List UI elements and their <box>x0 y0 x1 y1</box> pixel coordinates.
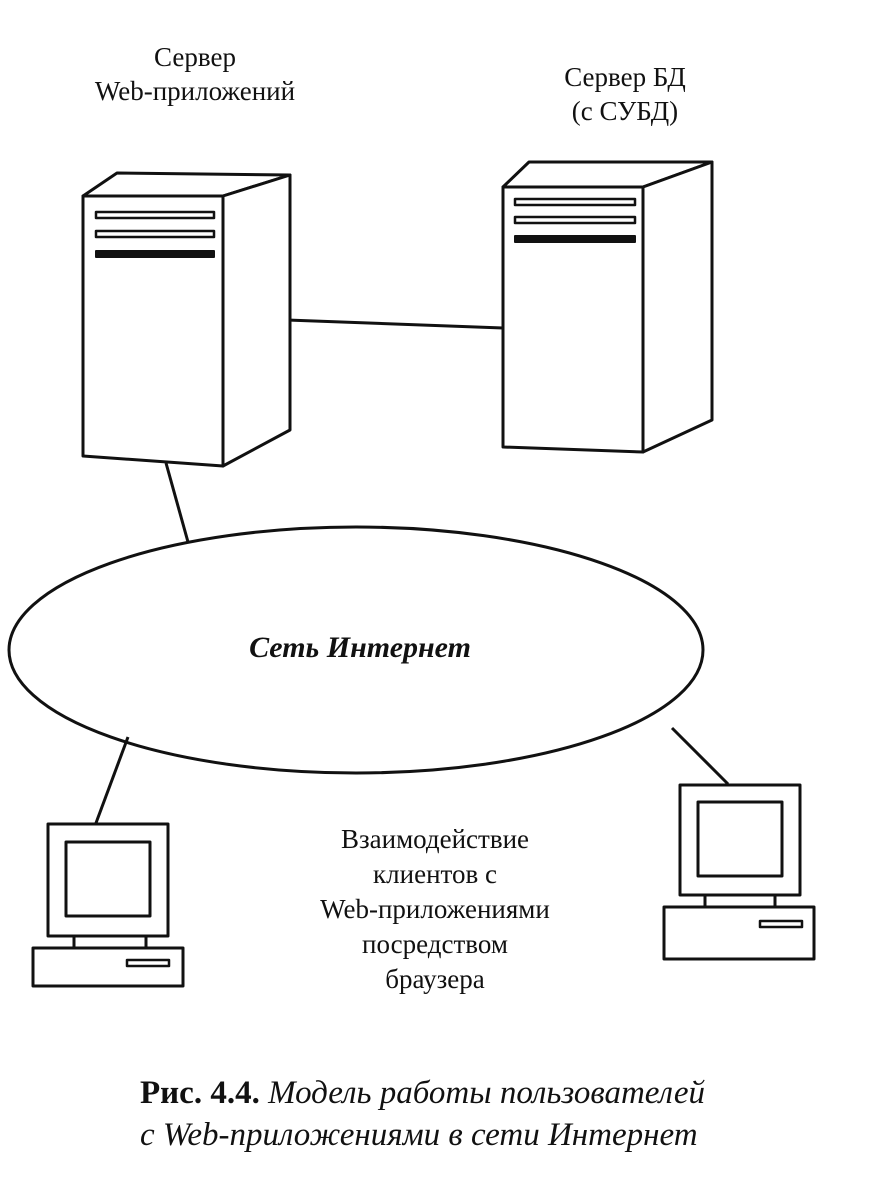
link-web-to-internet <box>164 462 190 543</box>
db-server-icon <box>501 160 714 454</box>
link-internet-to-left-client <box>94 736 130 824</box>
client-interaction-line-4: посредством <box>362 929 508 959</box>
right-client-computer-icon <box>662 783 816 961</box>
link-internet-to-right-client <box>670 726 730 786</box>
internet-label: Сеть Интернет <box>249 631 471 664</box>
link-web-to-db <box>286 318 504 330</box>
client-interaction-line-1: Взаимодействие <box>340 824 530 854</box>
figure-title-part-1: Модель работы пользователей <box>268 1075 705 1111</box>
figure-number: Рис. 4.4. <box>140 1075 260 1111</box>
client-interaction-line-2: клиентов с <box>373 859 497 889</box>
internet-ellipse <box>7 525 705 775</box>
db-server-label-line-2: (с СУБД) <box>571 96 679 126</box>
web-server-label-line-2: Web-приложений <box>94 76 296 106</box>
web-server-icon <box>81 171 292 468</box>
figure-title-part-2: с Web-приложениями в сети Интернет <box>140 1117 698 1153</box>
db-server-label-line-1: Сервер БД <box>564 62 686 92</box>
client-interaction-line-3: Web-приложениями <box>320 894 550 924</box>
db-server-label: Сервер БД (с СУБД) <box>505 60 745 128</box>
web-server-label-line-1: Сервер <box>154 42 236 72</box>
client-interaction-line-5: браузера <box>385 964 485 994</box>
web-server-label: Сервер Web-приложений <box>60 40 330 108</box>
figure-caption: Рис. 4.4. Модель работы пользователей с … <box>140 1072 880 1156</box>
left-client-computer-icon <box>31 822 185 988</box>
caption-line-1: Рис. 4.4. Модель работы пользователей <box>140 1072 880 1114</box>
client-interaction-label: Взаимодействие клиентов с Web-приложения… <box>260 822 610 997</box>
